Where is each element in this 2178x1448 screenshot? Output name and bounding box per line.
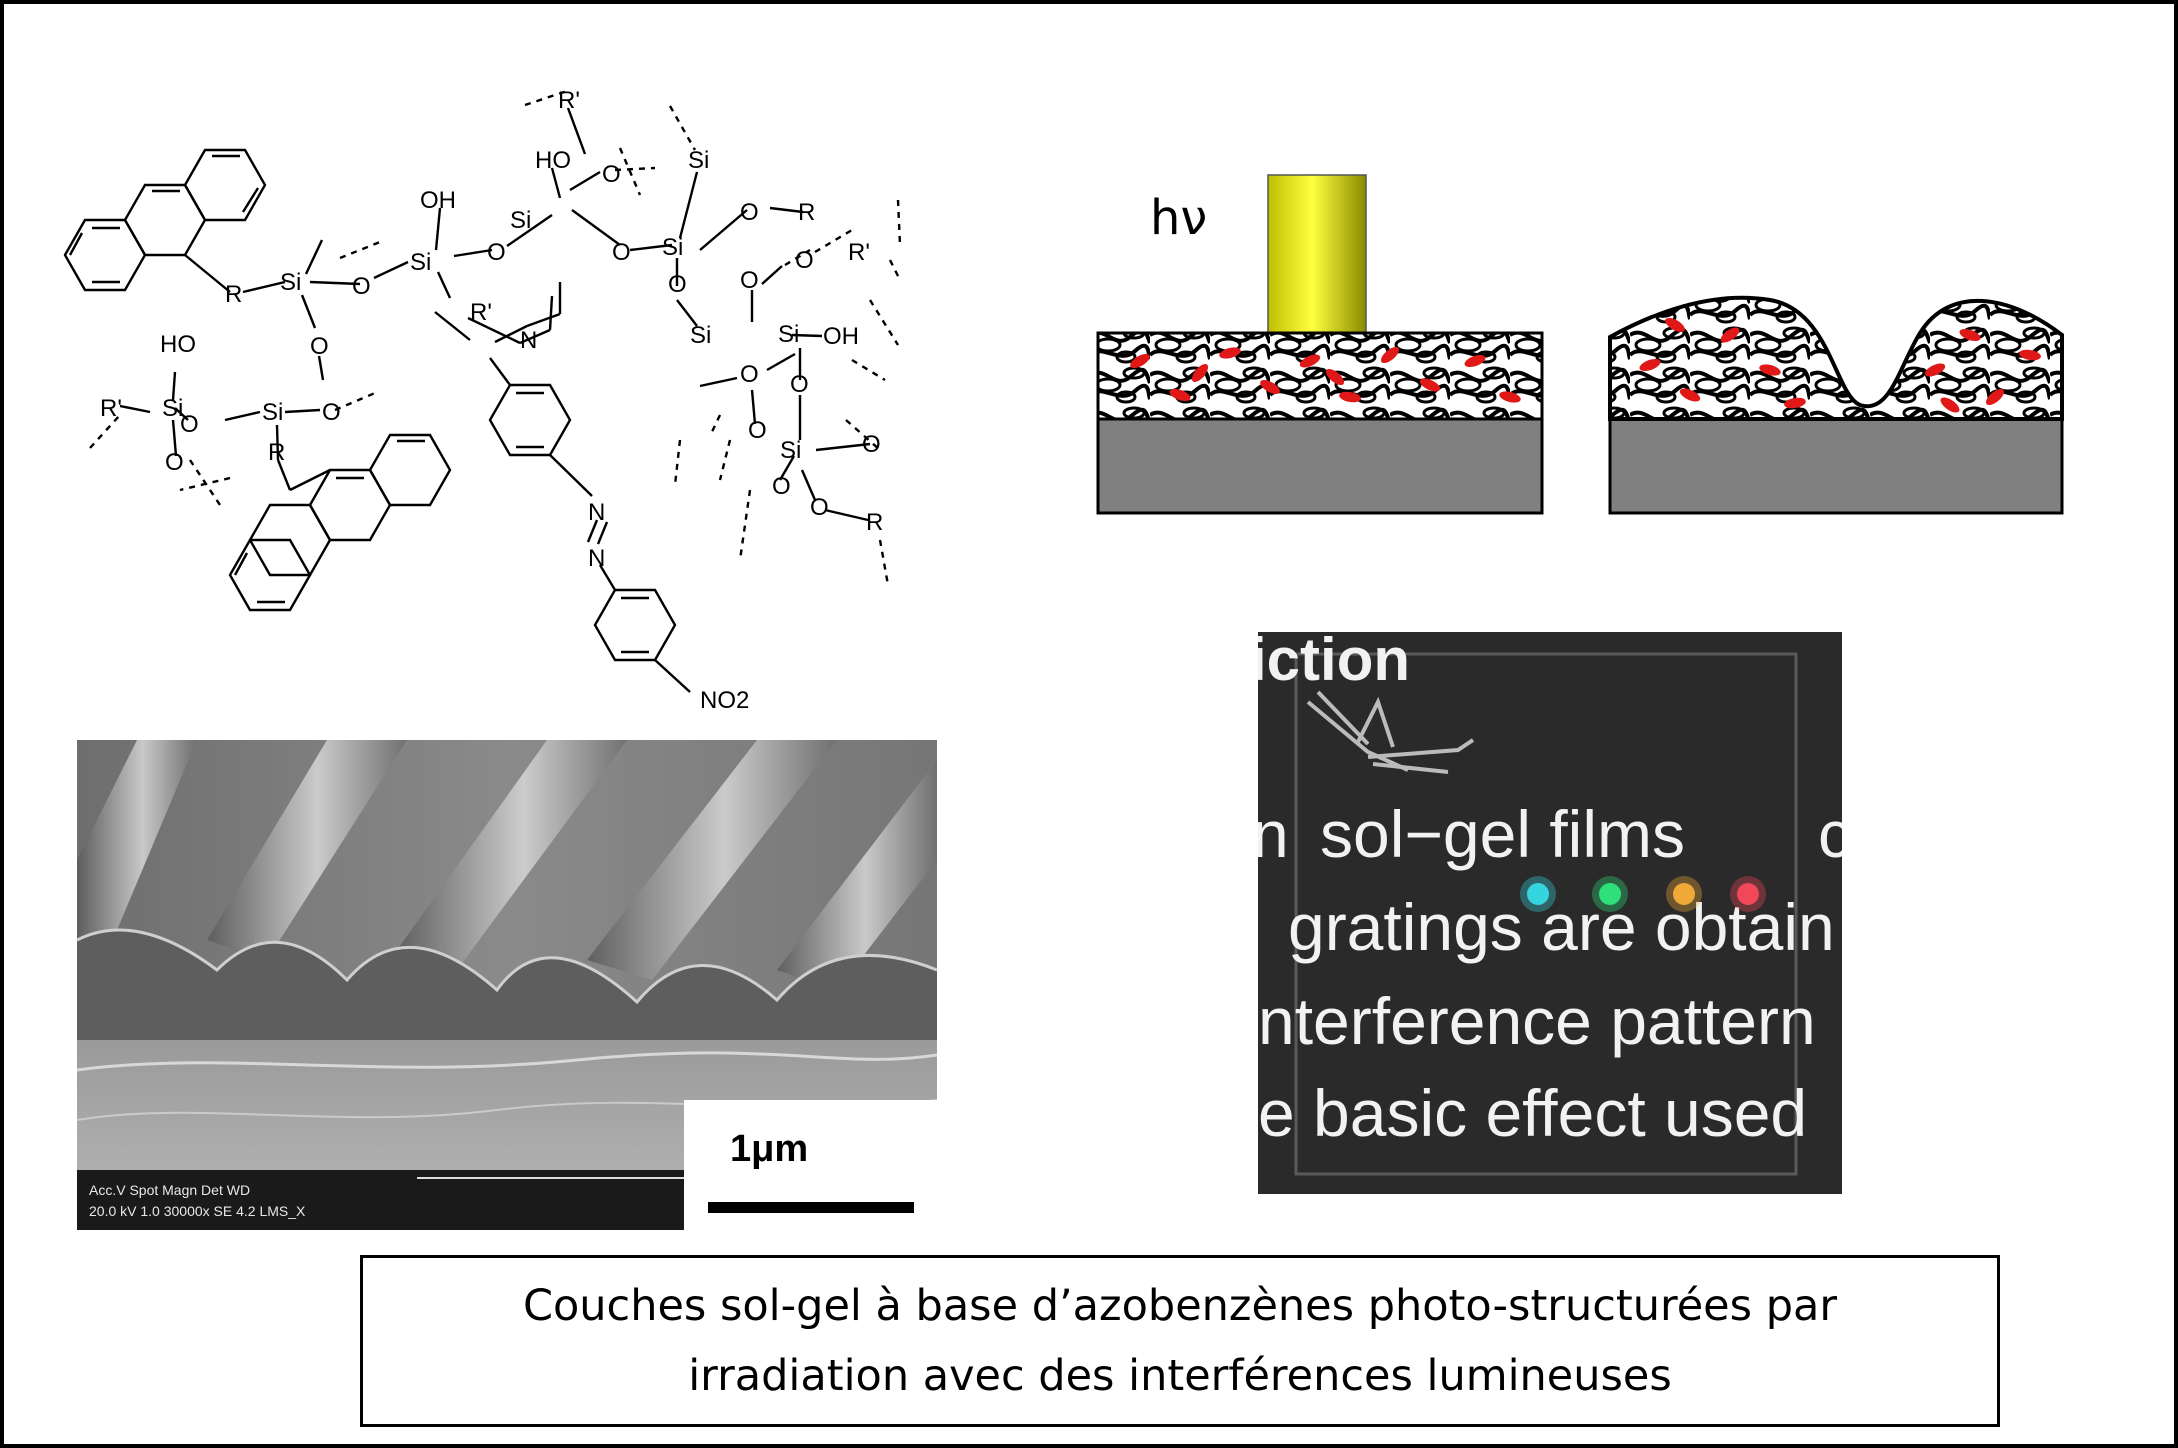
atom-label: O — [668, 271, 687, 298]
atom-label: Si — [688, 147, 709, 174]
atom-label: O — [165, 449, 184, 476]
atom-label: O — [487, 239, 506, 266]
atom-label: O — [740, 267, 759, 294]
light-beam — [1267, 174, 1367, 338]
diffraction-dot — [1599, 883, 1621, 905]
atom-label: O — [795, 247, 814, 274]
atom-label: O — [322, 399, 341, 426]
atom-label: O — [790, 371, 809, 398]
atom-label: Si — [162, 395, 183, 422]
caption-line-1: Couches sol-gel à base d’azobenzènes pho… — [522, 1281, 1838, 1331]
atom-label: O — [352, 273, 371, 300]
atom-label: NO2 — [700, 687, 749, 714]
atom-label: Si — [778, 321, 799, 348]
atom-label: R' — [558, 87, 580, 114]
atom-label: O — [180, 411, 199, 438]
photo-text-line0: iction — [1258, 632, 1410, 693]
atom-label: Si — [280, 269, 301, 296]
atom-label: Si — [262, 399, 283, 426]
photo-structuring-schematic — [1096, 174, 2064, 515]
glass-slide-outline — [1294, 652, 1798, 1176]
sem-scale-label: 1μm — [730, 1128, 809, 1170]
atom-label: R — [225, 281, 242, 308]
photo-text-line4: e basic effect used — [1258, 1076, 1807, 1150]
atom-label: O — [612, 239, 631, 266]
sem-metadata-line1: Acc.V Spot Magn Det WD — [89, 1182, 250, 1198]
diffraction-dot — [1527, 883, 1549, 905]
atom-label: O — [862, 431, 881, 458]
diffraction-dots — [1520, 876, 1766, 912]
atom-label: N — [588, 499, 605, 526]
atom-label: O — [772, 473, 791, 500]
atom-label: OH — [420, 187, 456, 214]
atom-label: Si — [690, 322, 711, 349]
diffractive-film-photo: iction n sol−gel films c gratings are ob… — [1258, 632, 1842, 1194]
caption-line-2: irradiation avec des interférences lumin… — [688, 1351, 1672, 1401]
atom-label: N — [588, 545, 605, 572]
atom-label: Si — [510, 207, 531, 234]
sem-metadata-line2: 20.0 kV 1.0 30000x SE 4.2 LMS_X — [89, 1203, 306, 1219]
atom-label: N — [520, 327, 537, 354]
photon-energy-label: hν — [1150, 190, 1208, 246]
atom-label: O — [602, 161, 621, 188]
atom-label: Si — [662, 234, 683, 261]
photo-text-line1-edge: n — [1258, 797, 1289, 871]
atom-label: O — [310, 333, 329, 360]
atom-label: R' — [848, 239, 870, 266]
dragonfly-icon — [1306, 690, 1475, 774]
atom-label: O — [748, 417, 767, 444]
left-substrate — [1096, 417, 1544, 515]
left-azo-molecules — [1130, 346, 1521, 403]
sol-gel-chemical-structure: R Si O O Si OH R' O Si HO R' O O Si Si O… — [63, 87, 902, 714]
photo-text-line1-right: c — [1818, 797, 1842, 871]
atom-label: R' — [100, 395, 122, 422]
atom-label: O — [740, 199, 759, 226]
right-azo-molecules — [1639, 318, 2041, 413]
sem-scale-bar — [708, 1202, 914, 1213]
atom-label: Si — [410, 249, 431, 276]
sem-micrograph: Acc.V Spot Magn Det WD 20.0 kV 1.0 30000… — [77, 740, 937, 1230]
atom-label: R' — [470, 299, 492, 326]
atom-label: HO — [535, 147, 571, 174]
photo-text-line3: nterference pattern — [1258, 984, 1816, 1058]
right-substrate — [1608, 417, 2064, 515]
atom-label: R — [798, 199, 815, 226]
atom-label: HO — [160, 331, 196, 358]
atom-label: O — [740, 361, 759, 388]
diffraction-dot — [1737, 883, 1759, 905]
left-azo-film — [1096, 331, 1544, 421]
atom-label: R — [268, 439, 285, 466]
diffraction-dot — [1673, 883, 1695, 905]
atom-label: R — [866, 509, 883, 536]
atom-label: O — [810, 494, 829, 521]
photo-text-line1: sol−gel films — [1320, 797, 1685, 871]
figure-caption: Couches sol-gel à base d’azobenzènes pho… — [360, 1255, 2000, 1427]
atom-label: Si — [780, 437, 801, 464]
atom-label: OH — [823, 323, 859, 350]
right-structured-film — [1608, 295, 2064, 421]
